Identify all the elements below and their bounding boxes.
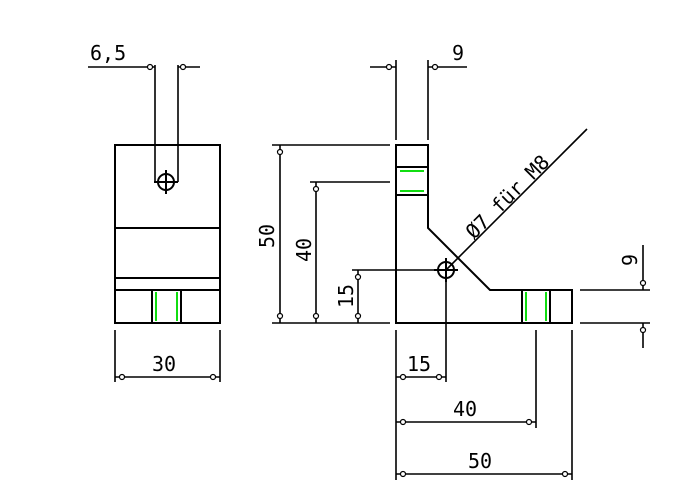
- dim-30: 30: [114, 330, 221, 382]
- dim-9-right: 9: [580, 245, 650, 348]
- dim-label-9-right: 9: [618, 254, 642, 266]
- dim-40-vertical: 40: [292, 181, 390, 323]
- hole-symbol-front: [154, 170, 178, 194]
- dim-50-bottom: 50: [395, 330, 573, 480]
- dim-label-9-top: 9: [452, 41, 464, 65]
- dim-9-top: 9: [370, 41, 467, 140]
- dim-6-5: 6,5: [88, 41, 200, 71]
- dim-label-40-vertical: 40: [292, 238, 316, 262]
- dim-label-40-bottom: 40: [453, 397, 477, 421]
- hole-label: Ø7 für M8: [461, 150, 555, 244]
- dim-label-15-vertical: 15: [334, 284, 358, 308]
- dim-15-vertical: 15: [334, 269, 437, 323]
- dim-15-bottom: 15: [396, 282, 447, 382]
- dim-label-50-vertical: 50: [255, 224, 279, 248]
- dim-label-30: 30: [152, 352, 176, 376]
- dim-label-50-bottom: 50: [468, 449, 492, 473]
- dim-label-6-5: 6,5: [90, 41, 126, 65]
- dim-50-vertical: 50: [255, 144, 390, 324]
- dim-label-15-bottom: 15: [407, 352, 431, 376]
- side-view: [395, 128, 588, 324]
- front-view: [114, 65, 221, 324]
- dim-40-bottom: 40: [396, 330, 537, 428]
